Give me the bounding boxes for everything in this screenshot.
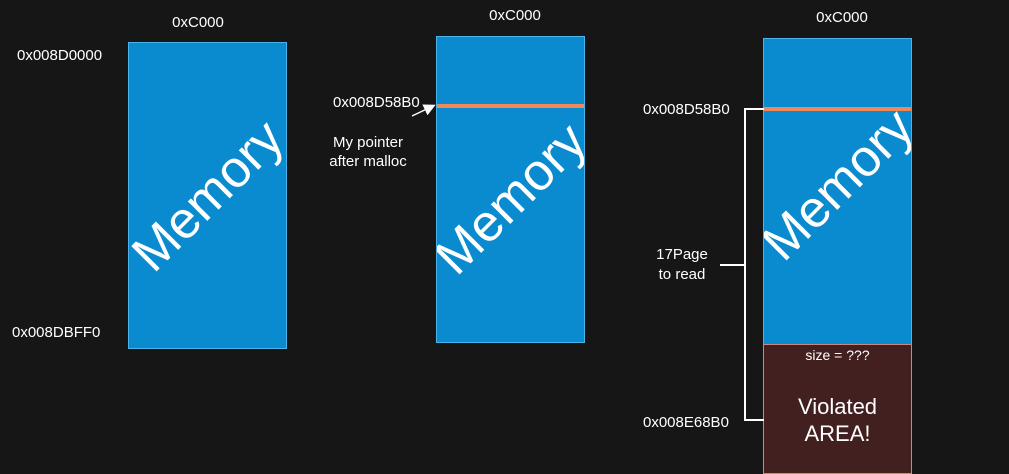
diagram3-top-label: 0xC000 [816, 9, 868, 26]
diagram2-pointer-note-line1: My pointer [332, 134, 404, 151]
diagram1-memory-label: Memory [128, 108, 287, 283]
diagram2-pointer-address: 0x008D58B0 [333, 94, 420, 111]
diagram3-end-address: 0x008E68B0 [643, 414, 729, 431]
diagram3-pointer-address: 0x008D58B0 [643, 101, 730, 118]
diagram1-memory-block: Memory [128, 42, 287, 349]
diagram3-memory-block: Memory [763, 38, 912, 345]
read-range-bracket [744, 108, 764, 421]
diagram3-memory-label: Memory [763, 98, 912, 273]
diagram1-end-address: 0x008DBFF0 [12, 324, 101, 341]
diagram1-top-label: 0xC000 [172, 14, 224, 31]
diagram3-violated-line2: AREA! [804, 421, 871, 446]
diagram3-violated-area: size = ??? Violated AREA! [763, 344, 912, 474]
diagram1-start-address: 0x008D0000 [17, 47, 103, 64]
diagram2-memory-label: Memory [436, 111, 585, 286]
diagram3-read-label-line2: to read [658, 266, 706, 283]
diagram2-pointer-note-line2: after malloc [329, 153, 407, 170]
diagram2-pointer-line [437, 104, 584, 108]
diagram3-size-label: size = ??? [805, 347, 870, 363]
diagram3-violated-line1: Violated [797, 394, 878, 419]
diagram3-read-label-line1: 17Page [656, 246, 708, 263]
diagram2-top-label: 0xC000 [489, 7, 541, 24]
diagram2-memory-block: Memory [436, 36, 585, 343]
diagram3-pointer-line [764, 107, 911, 111]
